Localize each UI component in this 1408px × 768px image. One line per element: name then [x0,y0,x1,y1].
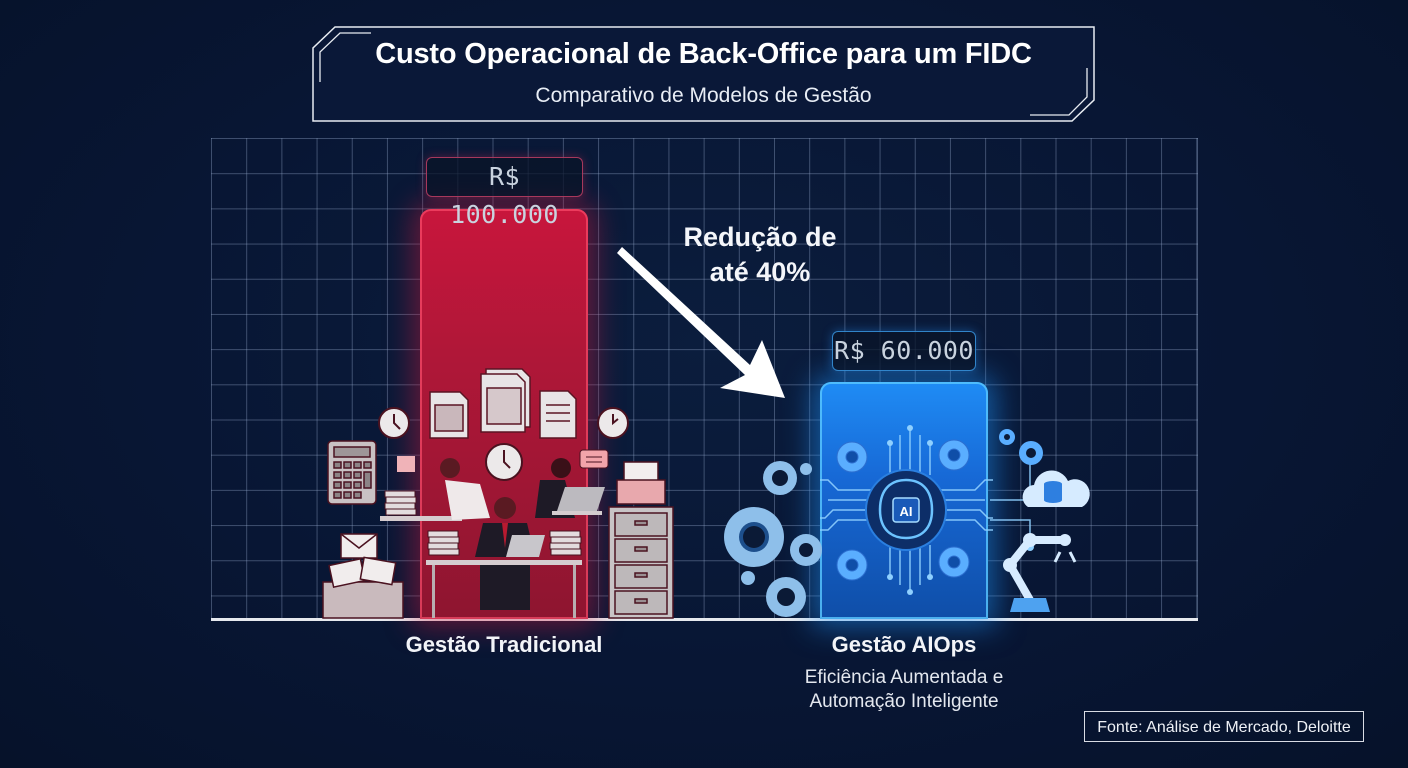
office-workers [440,458,575,610]
ai-chip-label: AI [900,504,913,519]
value-label-tradicional: R$ 100.000 [426,157,583,229]
category-label-tradicional: Gestão Tradicional [405,632,603,657]
laptop-icons [506,487,605,557]
robot-arm-joints [1003,533,1077,612]
gear-icons-left [724,461,822,617]
aiops-illustration: AI [724,425,1090,617]
envelope-inbox-icon [322,533,404,619]
clock-icons [378,407,629,481]
chart-title: Custo Operacional de Back-Office para um… [375,38,1032,70]
chat-bubble-icon [397,456,415,472]
chart-subtitle: Comparativo de Modelos de Gestão [535,84,872,107]
gear-icons-right [999,429,1043,465]
aiops-subtitle-line-2: Automação Inteligente [809,691,999,712]
reduction-annotation: Redução de até 40% [660,220,860,290]
source-citation: Fonte: Análise de Mercado, Deloitte [1084,711,1364,742]
calculator-icon [327,440,377,505]
title-frame [312,26,1095,122]
robot-arm-icon [1005,536,1069,604]
gear-icons [836,439,970,581]
value-label-aiops: R$ 60.000 [832,331,976,371]
aiops-subtitle-line-1: Eficiência Aumentada e [804,667,1004,688]
reduction-line-2: até 40% [709,257,811,287]
desk [426,560,582,565]
chat-bubble-icon [579,449,609,469]
ai-brain-chip-icon: AI [865,469,947,551]
traditional-office-illustration [322,368,674,619]
document-icons [429,368,577,439]
shelf [380,516,462,521]
reduction-line-1: Redução de [683,222,837,252]
category-subtitle-aiops: Eficiência Aumentada e Automação Intelig… [754,666,1054,714]
filing-cabinet-icon [608,461,674,619]
x-axis-baseline [211,618,1198,621]
cloud-database-icon [1022,470,1090,507]
reduction-arrow-icon [617,247,785,398]
paper-stack-icons [384,490,582,556]
category-label-aiops: Gestão AIOps [831,632,977,657]
